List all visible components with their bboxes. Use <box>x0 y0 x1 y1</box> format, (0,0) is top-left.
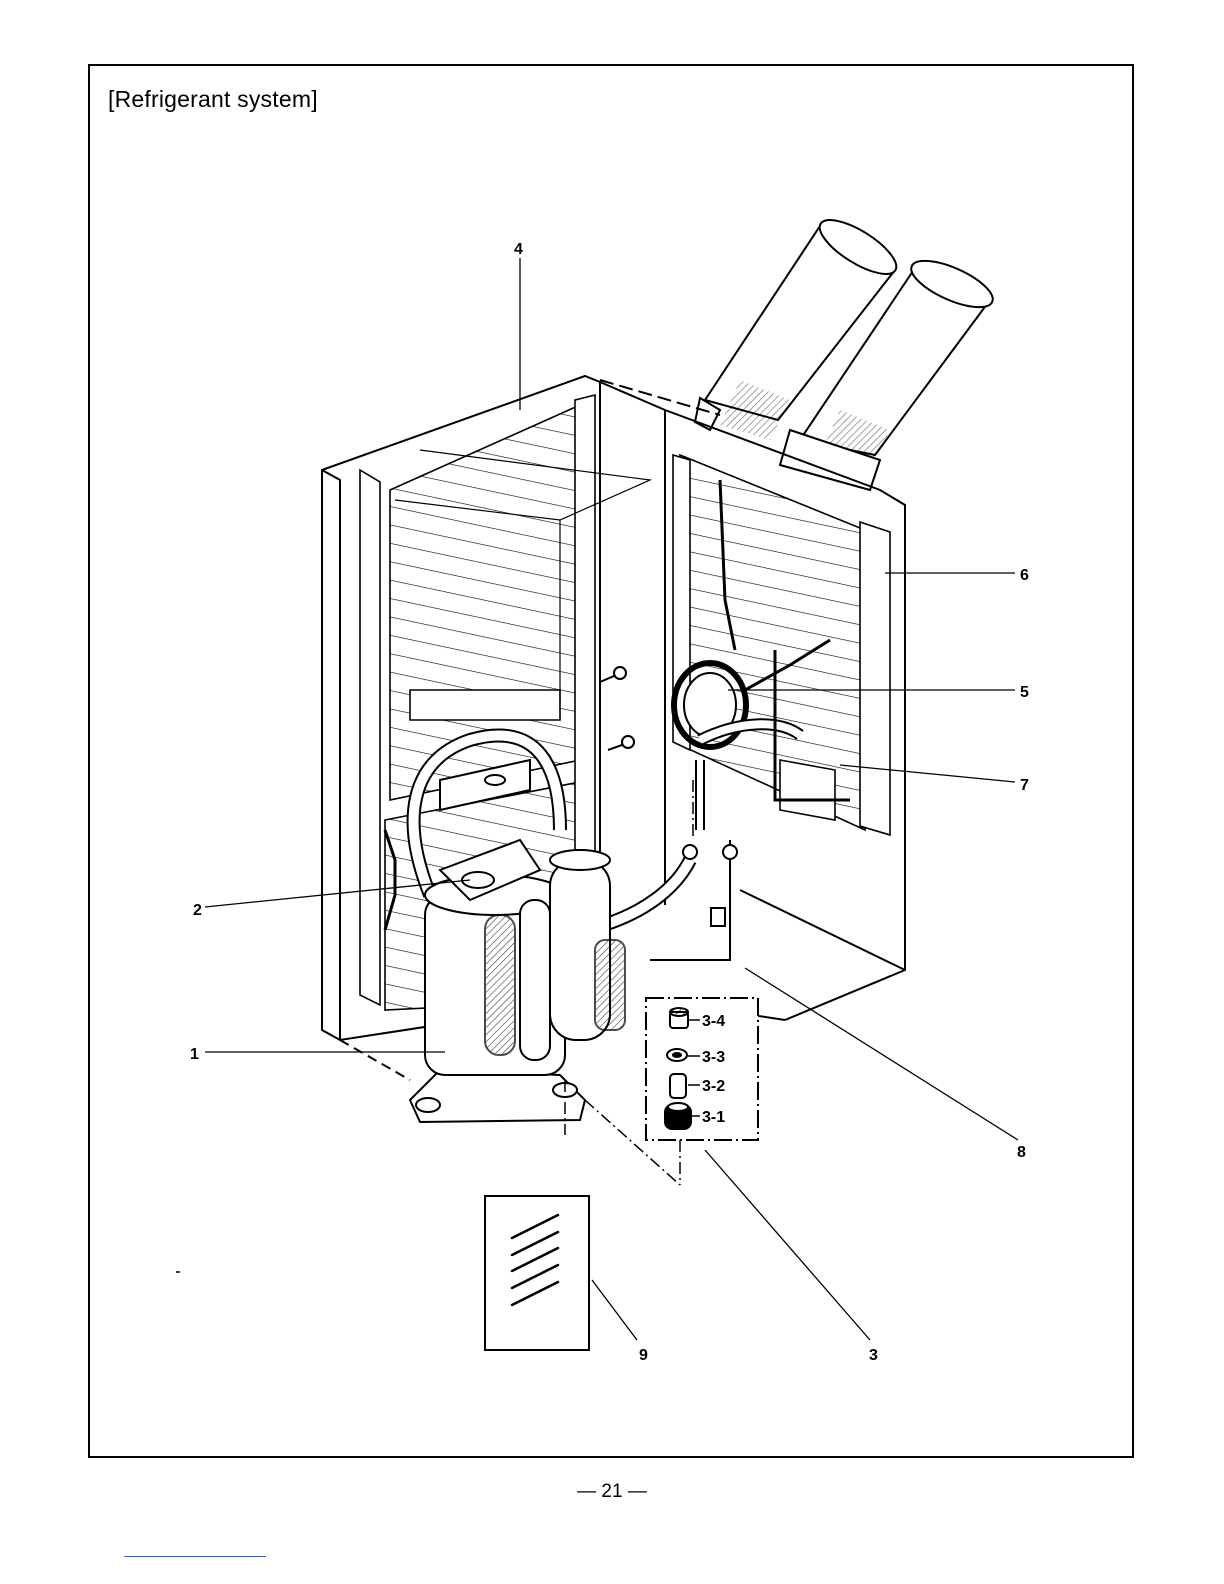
right-coil <box>673 455 890 835</box>
callout-6: 6 <box>1020 567 1029 584</box>
callout-8: 8 <box>1017 1144 1026 1161</box>
footer-rule <box>124 1556 266 1557</box>
callout-3-2: 3-2 <box>702 1078 725 1095</box>
page-number: — 21 — <box>0 1481 1224 1503</box>
callout-2: 2 <box>193 902 202 919</box>
callout-7: 7 <box>1020 777 1029 794</box>
air-ducts <box>695 210 999 490</box>
callout-4: 4 <box>514 241 523 258</box>
callout-9: 9 <box>639 1347 648 1364</box>
callout-1: 1 <box>190 1046 199 1063</box>
callout-3-1: 3-1 <box>702 1109 725 1126</box>
callout-5: 5 <box>1020 684 1029 701</box>
callout-3: 3 <box>869 1347 878 1364</box>
part-3-2 <box>670 1074 686 1098</box>
callout-3-3: 3-3 <box>702 1049 725 1066</box>
instruction-label-sheet <box>485 1196 589 1350</box>
callout-3-4: 3-4 <box>702 1013 725 1030</box>
